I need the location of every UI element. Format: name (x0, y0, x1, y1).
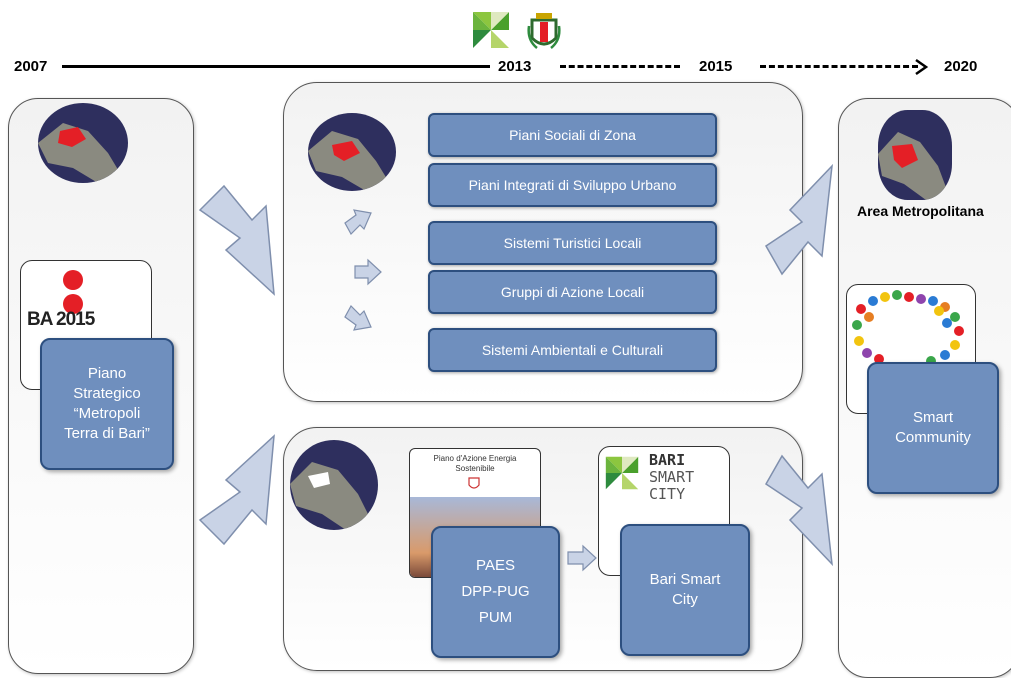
small-arrow-icon-2 (354, 258, 382, 286)
piano-strategico-box: Piano Strategico “Metropoli Terra di Bar… (40, 338, 174, 470)
year-2007: 2007 (14, 58, 48, 75)
timeline-arrowhead-icon (915, 58, 929, 76)
item-sistemi-turistici: Sistemi Turistici Locali (428, 221, 717, 265)
paes-box: PAES DPP-PUG PUM (431, 526, 560, 658)
year-2013: 2013 (498, 58, 532, 75)
year-2020: 2020 (944, 58, 978, 75)
smart-community-line-1: Smart (912, 408, 953, 426)
item-piani-integrati: Piani Integrati di Sviluppo Urbano (428, 163, 717, 207)
ba2015-logo-text: BA 2015 (27, 309, 95, 330)
piano-strategico-line-1: Piano (87, 364, 127, 382)
year-2015: 2015 (699, 58, 733, 75)
item-sistemi-ambientali: Sistemi Ambientali e Culturali (428, 328, 717, 372)
smart-community-box: Smart Community (867, 362, 999, 494)
paes-card-emblem-icon (468, 477, 480, 489)
bari-smart-line-1: Bari Smart (649, 570, 721, 588)
piano-strategico-line-3: “Metropoli (73, 405, 141, 422)
item-gruppi-azione: Gruppi di Azione Locali (428, 270, 717, 314)
puglia-map-globe-right (878, 110, 952, 200)
arrow-bottom-to-right-icon (765, 454, 833, 567)
smart-city-pinwheel-icon-2 (605, 456, 639, 490)
paes-line-1: PAES (476, 556, 515, 574)
small-arrow-icon-4 (567, 544, 597, 572)
arrow-left-to-bottom-icon (198, 434, 275, 546)
people-pins-icon (852, 290, 964, 366)
paes-card-title: Piano d'Azione Energia Sostenibile (433, 454, 517, 473)
bari-coat-of-arms-icon (527, 13, 561, 49)
smart-logo-line-1: BARI (649, 451, 686, 469)
ba2015-red-dots-icon (63, 270, 83, 314)
smart-logo-line-2: SMART (649, 468, 695, 486)
smart-city-pinwheel-icon (473, 12, 509, 48)
bari-smart-city-box: Bari Smart City (620, 524, 750, 656)
puglia-map-globe-bottom (290, 440, 378, 530)
timeline-dashed-line-1 (560, 65, 680, 68)
puglia-map-globe-top (308, 113, 396, 191)
arrow-left-to-top-icon (198, 184, 275, 296)
small-arrow-icon-1 (344, 209, 372, 235)
arrow-top-to-right-icon (765, 163, 833, 276)
puglia-map-globe-left (38, 103, 128, 183)
piano-strategico-line-2: Strategico (73, 384, 141, 402)
small-arrow-icon-3 (344, 305, 372, 331)
bari-smart-line-2: City (672, 591, 698, 608)
timeline-solid-line (62, 65, 490, 68)
item-piani-sociali: Piani Sociali di Zona (428, 113, 717, 157)
paes-line-3: PUM (478, 609, 513, 627)
piano-strategico-line-4: Terra di Bari” (64, 425, 150, 443)
smart-logo-line-3: CITY (649, 485, 686, 503)
timeline-dashed-line-2 (760, 65, 918, 68)
area-metropolitana-title: Area Metropolitana (857, 203, 984, 219)
smart-community-line-2: Community (895, 429, 971, 446)
paes-line-2: DPP-PUG (461, 582, 530, 600)
